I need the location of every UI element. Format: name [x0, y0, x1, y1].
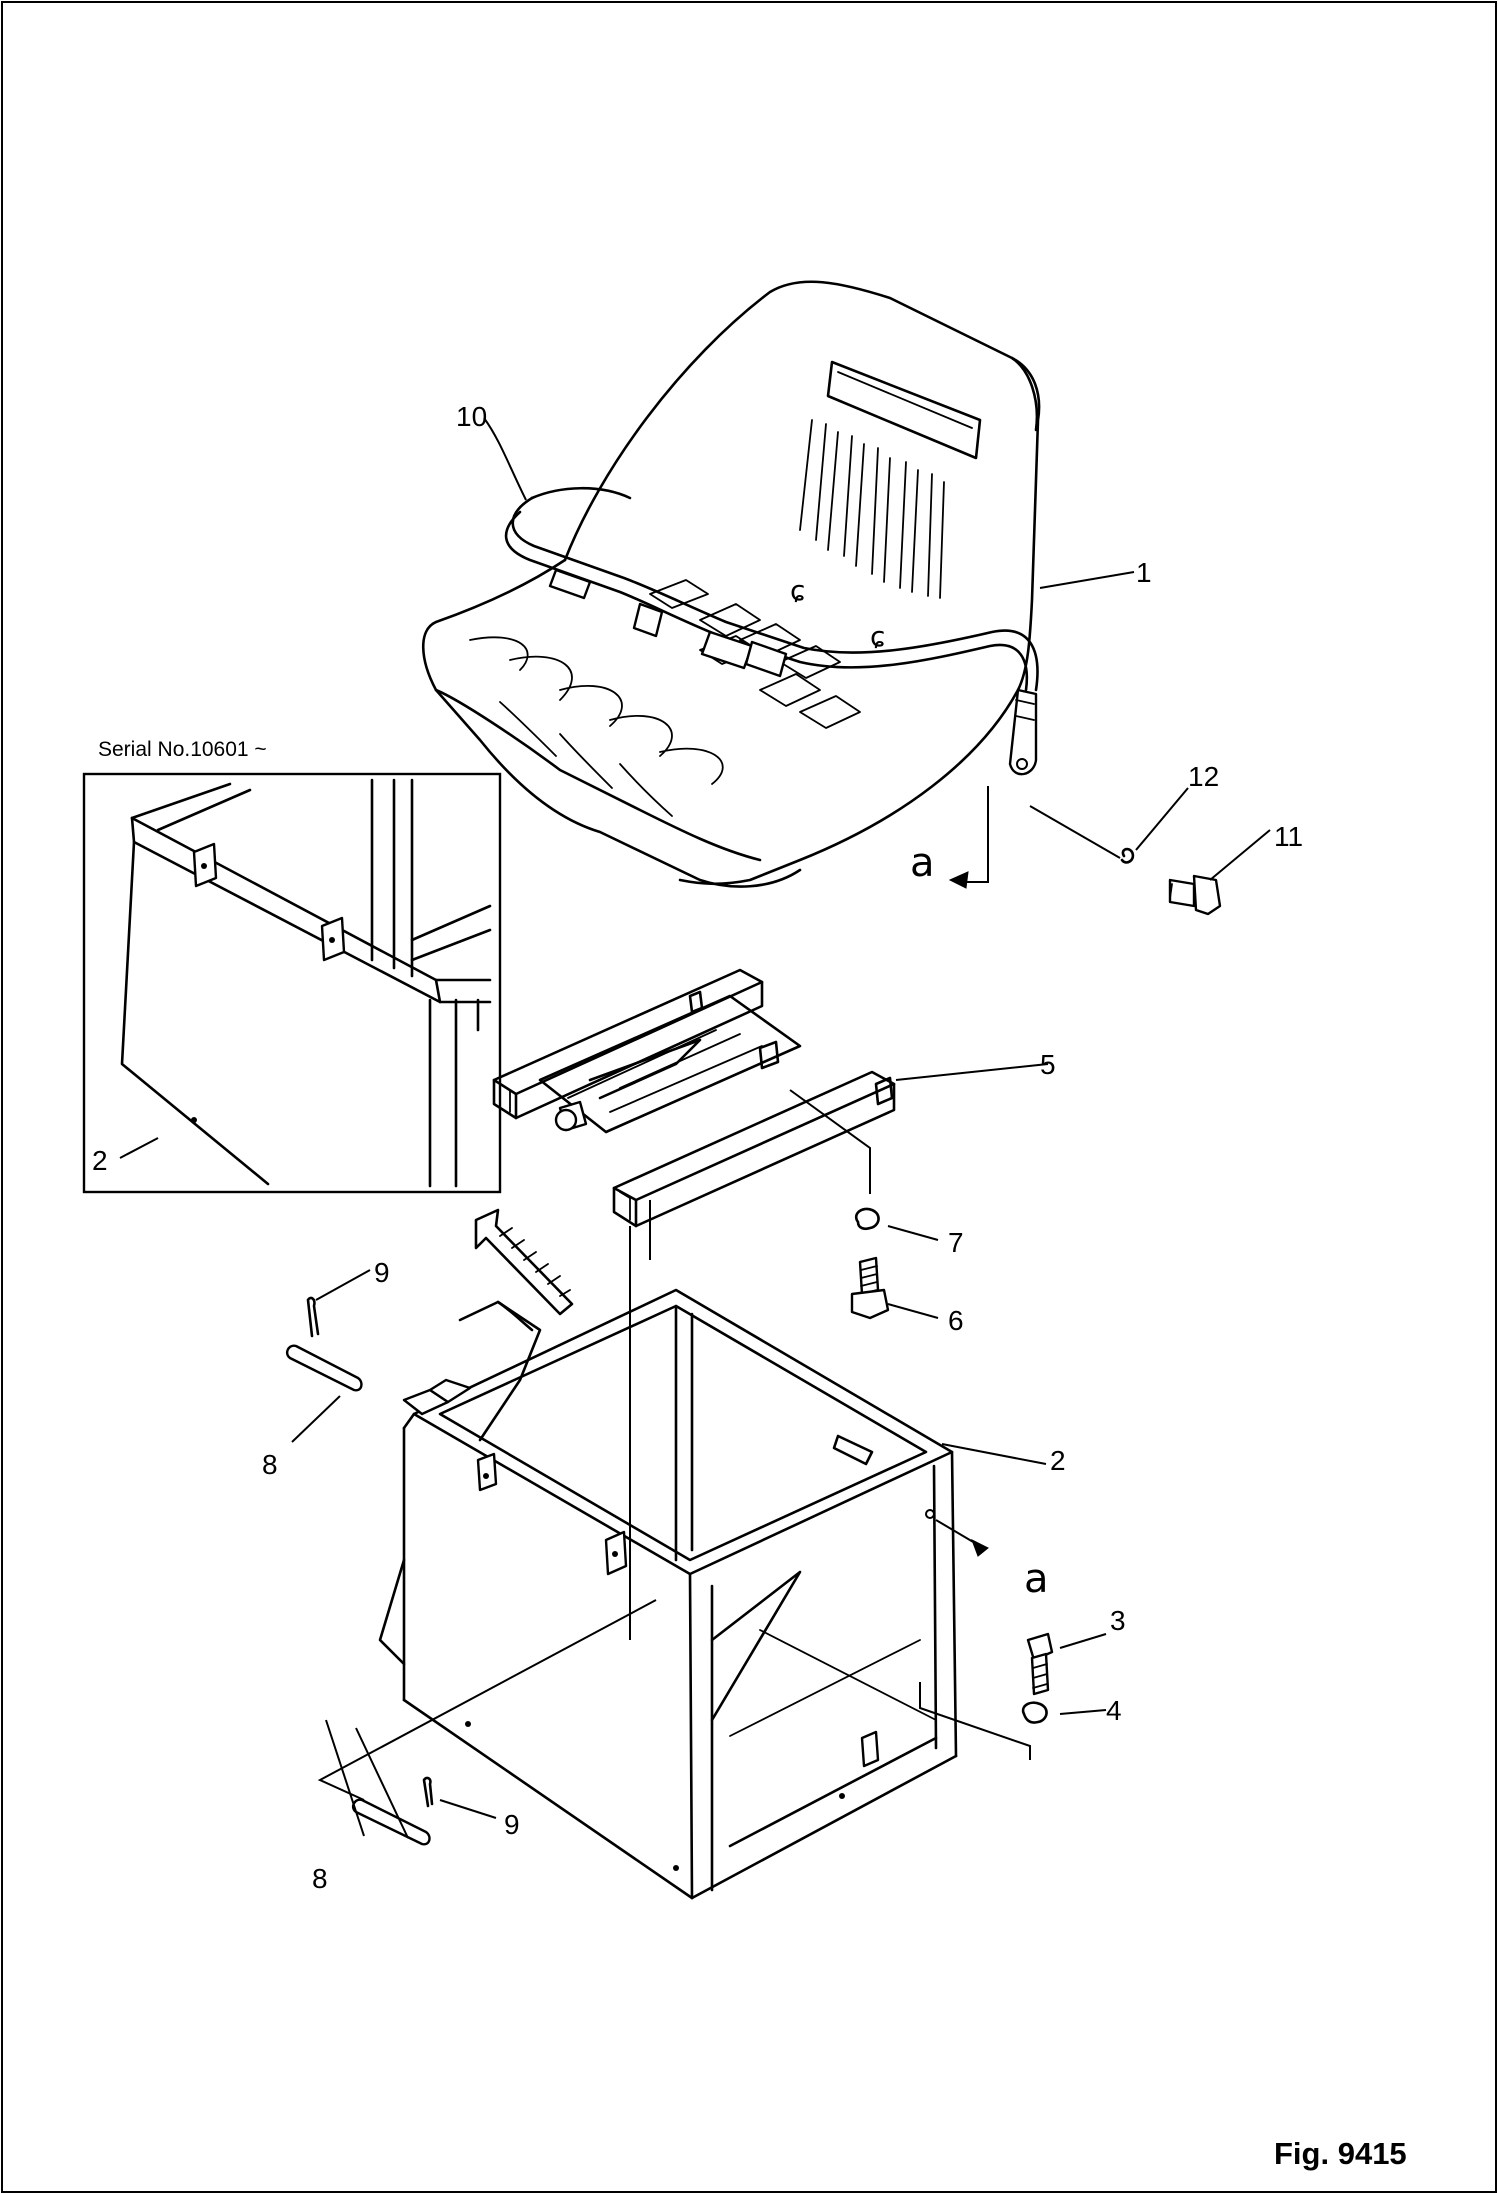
- rail-bolt-parts: [850, 1207, 890, 1320]
- callout-8-upper: 8: [262, 1449, 278, 1480]
- callout-8-lower: 8: [312, 1863, 328, 1894]
- figure-number: Fig. 9415: [1274, 2136, 1407, 2171]
- callout-10: 10: [456, 401, 487, 432]
- box-bolt-parts: [1021, 1632, 1054, 1724]
- callout-6: 6: [948, 1305, 964, 1336]
- seat-clip-mark: ɕ: [870, 620, 885, 653]
- view-mark-a-seat: a: [910, 840, 935, 886]
- callout-2: 2: [1050, 1445, 1066, 1476]
- callout-labels: 1 2 2 3 4 5 6 7 8 8 9 9 10 11 12 a a Ser…: [92, 401, 1407, 2171]
- callout-11: 11: [1274, 821, 1303, 852]
- pin-parts: [285, 1296, 434, 1846]
- seat-clip-mark: ɕ: [790, 574, 805, 607]
- callout-9-lower: 9: [504, 1809, 520, 1840]
- callout-9-upper: 9: [374, 1257, 390, 1288]
- callout-2-inset: 2: [92, 1145, 108, 1176]
- callout-3: 3: [1110, 1605, 1126, 1636]
- slide-rail-drawing: [492, 968, 896, 1640]
- inset-serial-label: Serial No.10601 ~: [98, 738, 267, 761]
- view-mark-a-box: a: [1024, 1556, 1049, 1602]
- assembly-arrow: [474, 1208, 574, 1316]
- callout-12: 12: [1188, 761, 1219, 792]
- seat-box-drawing: [317, 1288, 1031, 1900]
- seat-bolt-parts: [1029, 805, 1222, 916]
- callout-5: 5: [1040, 1049, 1056, 1080]
- callout-1: 1: [1136, 557, 1152, 588]
- seat-drawing: ɕ ɕ: [421, 280, 1041, 889]
- callout-7: 7: [948, 1227, 964, 1258]
- callout-4: 4: [1106, 1695, 1122, 1726]
- callout-leaders: [291, 417, 1271, 1839]
- inset-detail: [82, 772, 502, 1194]
